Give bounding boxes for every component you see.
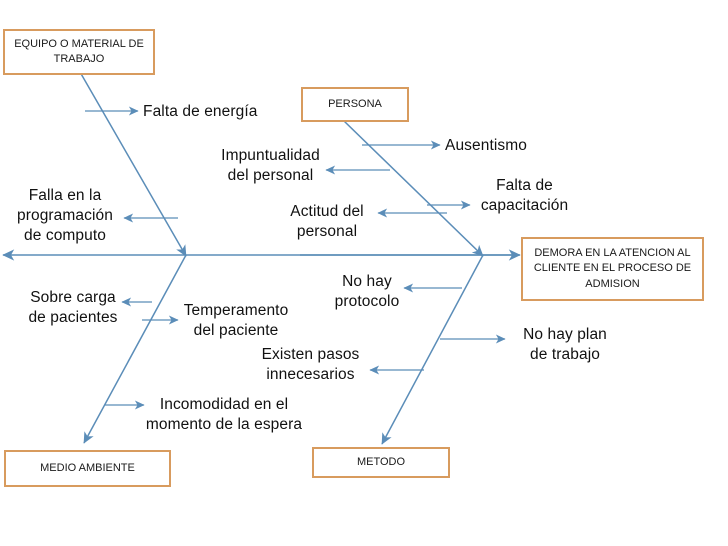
category-label-persona: PERSONA [328, 98, 382, 111]
cause-no-hay-plan[interactable]: No hay plan de trabajo [523, 326, 607, 363]
bone-equipo [79, 71, 187, 257]
category-label-metodo: METODO [356, 456, 406, 469]
bone-persona [343, 120, 484, 257]
effect-box[interactable]: DEMORA EN LA ATENCION AL CLIENTE EN EL P… [521, 237, 704, 301]
category-label-equipo: EQUIPO O MATERIAL DE TRABAJO [14, 38, 144, 65]
cause-pasos-innecesarios[interactable]: Existen pasos innecesarios [261, 346, 360, 383]
cause-sobre-carga[interactable]: Sobre carga de pacientes [28, 289, 118, 326]
category-box-equipo[interactable]: EQUIPO O MATERIAL DE TRABAJO [3, 29, 155, 75]
category-label-medio-ambiente: MEDIO AMBIENTE [40, 462, 135, 475]
cause-actitud-personal[interactable]: Actitud del personal [290, 203, 364, 240]
bone-metodo [381, 254, 484, 445]
cause-impuntualidad[interactable]: Impuntualidad del personal [221, 147, 320, 184]
category-box-metodo[interactable]: METODO [312, 447, 450, 478]
cause-temperamento[interactable]: Temperamento del paciente [183, 302, 289, 339]
cause-ausentismo[interactable]: Ausentismo [445, 137, 527, 154]
cause-no-hay-protocolo[interactable]: No hay protocolo [334, 273, 400, 310]
category-box-persona[interactable]: PERSONA [301, 87, 409, 122]
bone-medio-ambiente [83, 254, 187, 444]
cause-falla-programacion[interactable]: Falla en la programación de computo [17, 187, 113, 244]
cause-falta-energia[interactable]: Falta de energía [143, 103, 258, 120]
category-box-medio-ambiente[interactable]: MEDIO AMBIENTE [4, 450, 171, 487]
effect-label: DEMORA EN LA ATENCION AL CLIENTE EN EL P… [533, 247, 692, 290]
cause-falta-capacitacion[interactable]: Falta de capacitación [480, 177, 569, 214]
cause-incomodidad[interactable]: Incomodidad en el momento de la espera [145, 396, 303, 433]
